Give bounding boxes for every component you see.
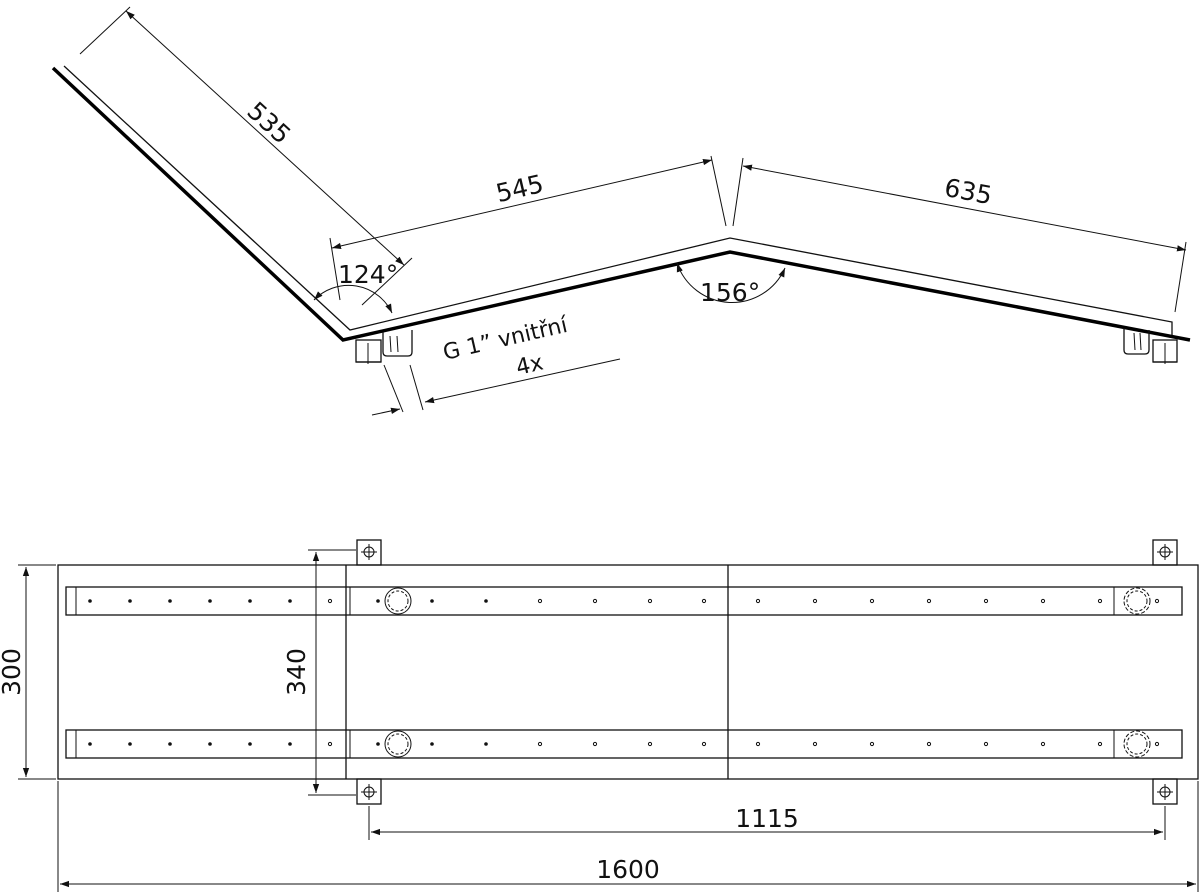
top-view: 300 340 1115 1600 <box>0 539 1199 892</box>
socket-top-left <box>384 587 412 615</box>
thread-callout: G 1” vnitřní 4x <box>371 313 621 416</box>
side-view: 535 545 635 124° 156° <box>51 6 1191 416</box>
rail-hole <box>1097 741 1103 747</box>
thread-count-label: 4x <box>514 350 546 380</box>
rail-hole <box>1040 598 1046 604</box>
rail-hole <box>288 742 292 746</box>
rail-top <box>65 586 1183 616</box>
rail-hole <box>537 598 543 604</box>
rail-hole <box>376 742 380 746</box>
rail-hole <box>376 599 380 603</box>
rail-hole <box>484 599 488 603</box>
rail-hole <box>327 598 333 604</box>
socket-bottom-right <box>1123 730 1151 758</box>
left-socket <box>382 330 413 357</box>
rail-hole <box>926 741 932 747</box>
rail-hole <box>1097 598 1103 604</box>
rail-hole <box>869 598 875 604</box>
dim-label-535: 535 <box>242 96 297 150</box>
dim-label-635: 635 <box>942 173 994 210</box>
dim-label-340: 340 <box>282 648 311 696</box>
rail-hole <box>208 742 212 746</box>
dim-1115: 1115 <box>368 804 1166 840</box>
dim-1600: 1600 <box>57 781 1199 892</box>
left-foot-bracket <box>355 339 382 364</box>
rail-hole <box>430 742 434 746</box>
rail-hole <box>208 599 212 603</box>
rail-hole <box>983 598 989 604</box>
rail-hole <box>248 742 252 746</box>
dim-545: 545 <box>329 155 727 301</box>
right-socket <box>1123 328 1150 355</box>
rail-hole <box>327 741 333 747</box>
rail-hole <box>1154 598 1160 604</box>
dim-635: 635 <box>732 157 1187 313</box>
mount-tab-bottom-left <box>356 778 382 805</box>
dim-340: 340 <box>282 549 356 796</box>
rail-hole <box>537 741 543 747</box>
angle-156: 156° <box>676 262 786 307</box>
dim-label-545: 545 <box>493 169 546 208</box>
mount-tab-top-left <box>356 539 382 566</box>
dim-label-1600: 1600 <box>596 855 660 884</box>
rail-hole <box>288 599 292 603</box>
dim-300: 300 <box>0 564 56 780</box>
rail-hole <box>812 741 818 747</box>
rail-hole <box>592 598 598 604</box>
frame-profile-thick <box>51 66 1191 342</box>
rail-hole <box>484 742 488 746</box>
rail-hole <box>701 741 707 747</box>
rail-hole <box>430 599 434 603</box>
rail-hole <box>812 598 818 604</box>
angle-124: 124° <box>313 260 398 314</box>
rail-hole <box>1154 741 1160 747</box>
angle-label-124: 124° <box>338 260 398 289</box>
rail-hole <box>248 599 252 603</box>
dim-label-1115: 1115 <box>735 804 799 833</box>
outer-frame <box>57 564 1199 780</box>
thread-spec-label: G 1” vnitřní <box>441 313 571 366</box>
rail-hole <box>168 742 172 746</box>
rail-hole <box>755 598 761 604</box>
rail-hole <box>755 741 761 747</box>
mount-tab-bottom-right <box>1152 778 1178 805</box>
rail-hole <box>88 599 92 603</box>
rail-hole <box>592 741 598 747</box>
rail-hole <box>983 741 989 747</box>
rail-hole <box>88 742 92 746</box>
rail-bottom <box>65 729 1183 759</box>
rail-hole <box>168 599 172 603</box>
rail-hole <box>128 742 132 746</box>
dim-label-300: 300 <box>0 648 26 696</box>
right-foot-bracket <box>1152 339 1178 364</box>
rail-holes <box>88 598 1160 747</box>
rail-hole <box>1040 741 1046 747</box>
rail-hole <box>647 741 653 747</box>
rail-hole <box>869 741 875 747</box>
rail-hole <box>926 598 932 604</box>
rail-hole <box>701 598 707 604</box>
socket-top-right <box>1123 587 1151 615</box>
socket-bottom-left <box>384 730 412 758</box>
rail-hole <box>647 598 653 604</box>
angle-label-156: 156° <box>700 278 760 307</box>
mount-tab-top-right <box>1152 539 1178 566</box>
rail-hole <box>128 599 132 603</box>
